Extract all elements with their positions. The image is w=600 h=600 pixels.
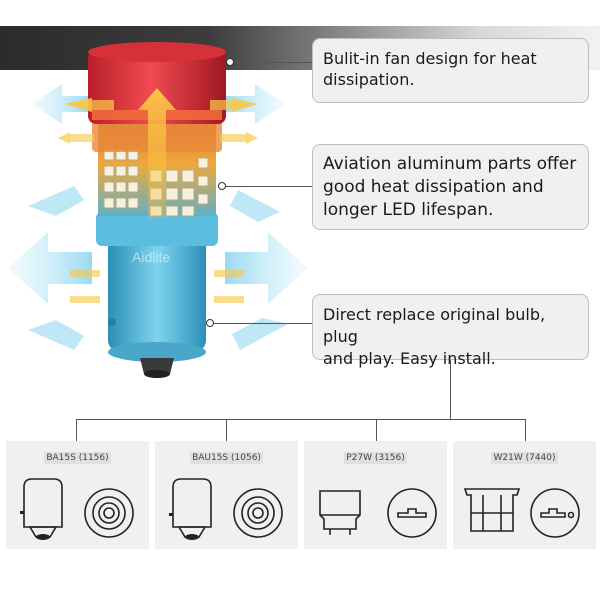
socket-label: BAU15S (1056) <box>190 452 263 464</box>
tree-bar <box>76 419 526 420</box>
leader-dot-aluminum <box>218 182 226 190</box>
ba15s-diagram <box>20 478 134 540</box>
callout-replace-line-1: Direct replace original bulb, plug <box>323 305 546 346</box>
callout-aluminum-line-3: longer LED lifespan. <box>323 200 494 220</box>
socket-label: P27W (3156) <box>344 452 407 464</box>
callout-aluminum-line-1: Aviation aluminum parts offer <box>323 154 577 174</box>
callout-aluminum: Aviation aluminum parts offer good heat … <box>312 144 589 230</box>
leader-dot-fan <box>226 58 234 66</box>
socket-panel-w21w: W21W (7440) <box>453 441 596 549</box>
led-bulb-illustration: Aidlite <box>8 42 308 378</box>
tree-drop-3 <box>376 419 377 441</box>
callout-replace-line-2: and play. Easy install. <box>323 349 496 368</box>
bau15s-diagram <box>169 478 283 540</box>
socket-panel-ba15s: BA15S (1156) <box>6 441 149 549</box>
p27w-diagram <box>319 488 437 538</box>
callout-direct-replace: Direct replace original bulb, plug and p… <box>312 294 589 368</box>
socket-panel-bau15s: BAU15S (1056) <box>155 441 298 549</box>
tree-drop-4 <box>525 419 526 441</box>
callout-fan-line-1: Bulit-in fan design for heat <box>323 49 537 68</box>
heat-arrow-left-upper <box>32 84 92 124</box>
tree-trunk <box>450 360 451 420</box>
leader-dot-replace <box>206 319 214 327</box>
tree-drop-2 <box>226 419 227 441</box>
leader-fan <box>232 62 312 63</box>
leader-replace <box>212 323 312 324</box>
leader-aluminum <box>224 186 312 187</box>
callout-fan-line-2: dissipation. <box>323 70 415 89</box>
bulb-brand: Aidlite <box>132 249 170 265</box>
socket-label: W21W (7440) <box>491 452 558 464</box>
tree-drop-1 <box>76 419 77 441</box>
callout-aluminum-line-2: good heat dissipation and <box>323 177 544 197</box>
socket-label: BA15S (1156) <box>44 452 111 464</box>
socket-panel-p27w: P27W (3156) <box>304 441 447 549</box>
w21w-diagram <box>463 488 580 538</box>
callout-fan-design: Bulit-in fan design for heat dissipation… <box>312 38 589 103</box>
